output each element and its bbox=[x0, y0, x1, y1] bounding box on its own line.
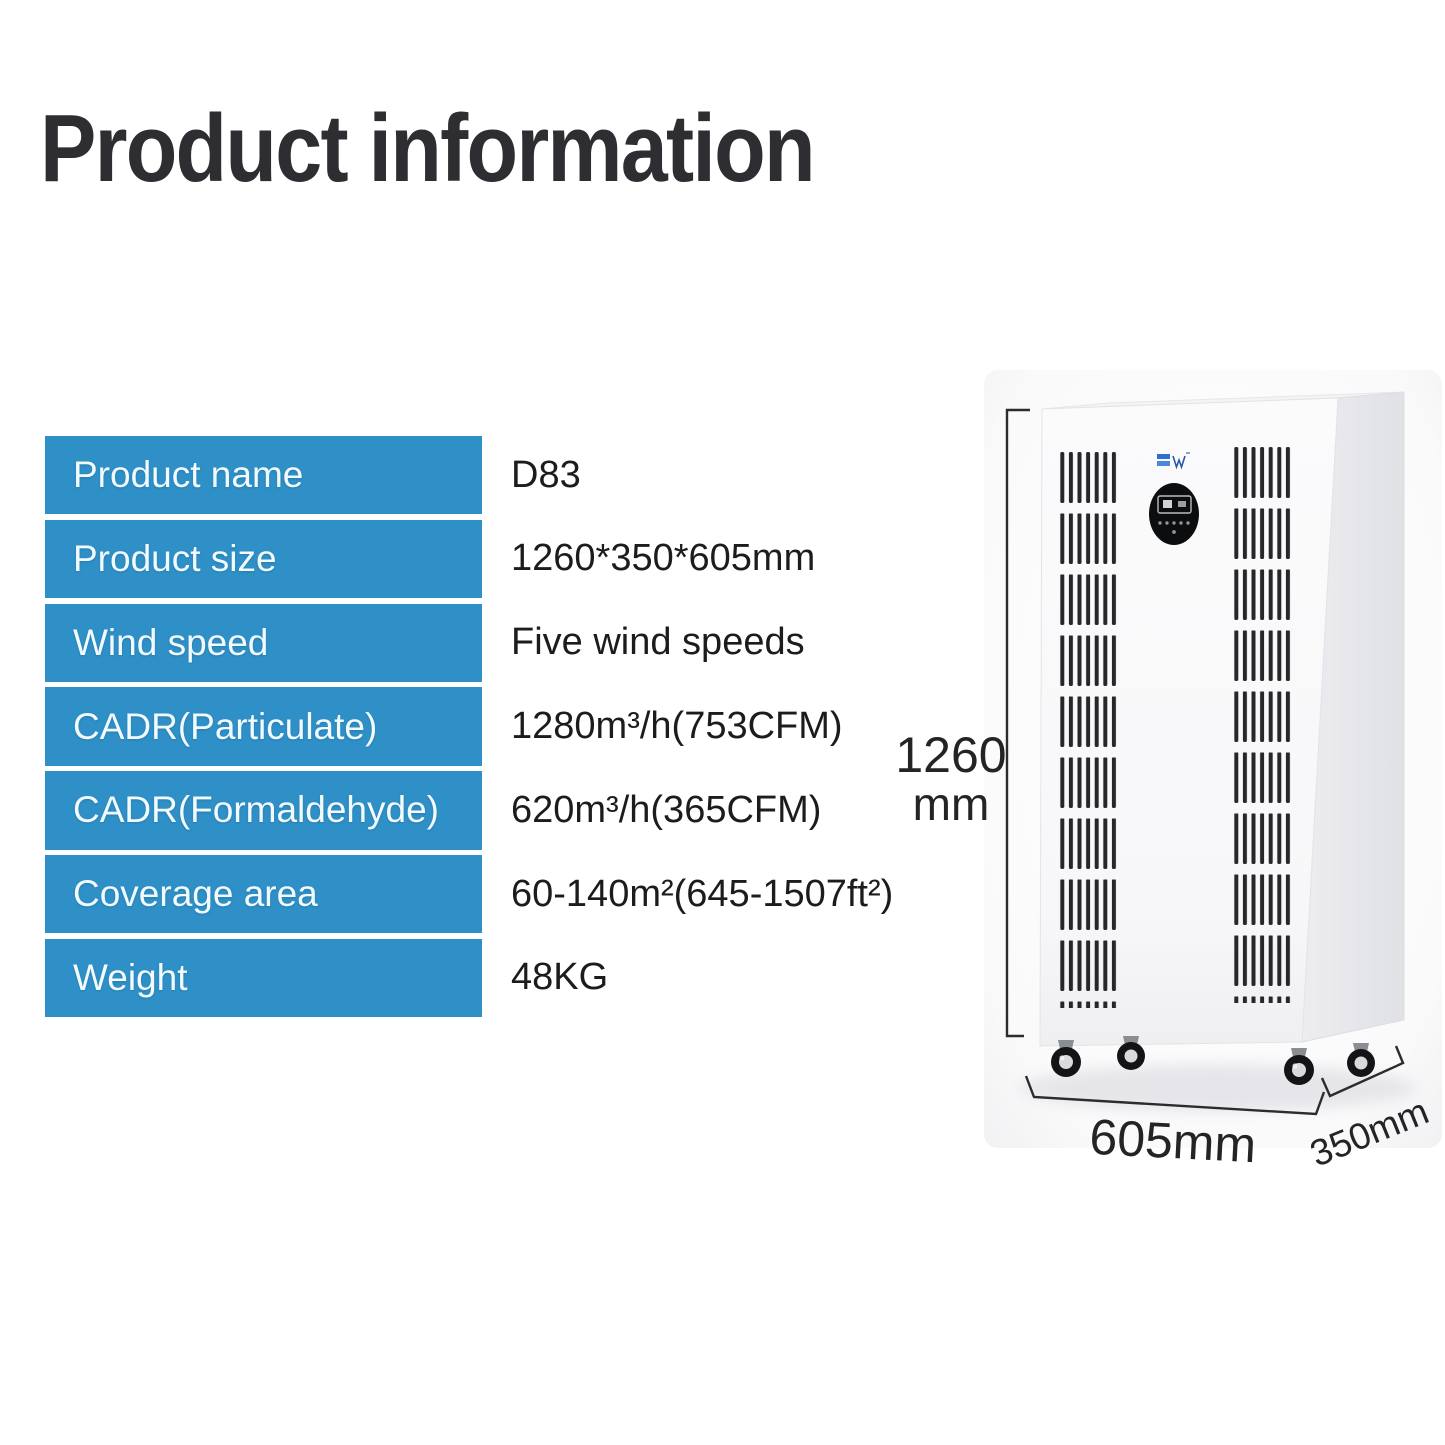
spec-value-cadr-particulate: 1280m³/h(753CFM) bbox=[511, 705, 843, 748]
spec-value-wind-speed: Five wind speeds bbox=[511, 621, 805, 664]
spec-value-weight: 48KG bbox=[511, 956, 609, 999]
spec-label-coverage-area: Coverage area bbox=[45, 854, 482, 934]
height-dimension-value: 1260 bbox=[895, 727, 1006, 783]
spec-value-cadr-formaldehyde: 620m³/h(365CFM) bbox=[511, 788, 822, 831]
caster-wheel bbox=[1051, 1040, 1081, 1077]
spec-table: Product name D83 Product size 1260*350*6… bbox=[45, 436, 894, 1018]
control-panel bbox=[1149, 483, 1199, 545]
spec-label-wind-speed: Wind speed bbox=[45, 603, 482, 682]
page-title: Product information bbox=[40, 95, 816, 202]
width-dimension-label: 605mm bbox=[1088, 1109, 1257, 1174]
spec-value-product-name: D83 bbox=[511, 453, 581, 496]
table-row: Wind speed Five wind speeds bbox=[45, 603, 893, 682]
table-row: Product size 1260*350*605mm bbox=[45, 519, 893, 599]
spec-value-coverage-area: 60-140m²(645-1507ft²) bbox=[511, 872, 894, 915]
spec-label-cadr-formaldehyde: CADR(Formaldehyde) bbox=[45, 771, 482, 850]
table-row: Coverage area 60-140m²(645-1507ft²) bbox=[45, 854, 894, 934]
brand-logo-icon bbox=[1157, 452, 1190, 470]
spec-label-product-size: Product size bbox=[45, 519, 482, 599]
spec-label-weight: Weight bbox=[45, 938, 482, 1018]
product-photo: 1260 mm 605mm 350mm bbox=[895, 370, 1442, 1175]
vent-grill-left bbox=[1058, 452, 1118, 1008]
panel-display bbox=[1157, 495, 1192, 514]
panel-buttons bbox=[1158, 521, 1190, 534]
spec-label-product-name: Product name bbox=[45, 436, 482, 515]
table-row: CADR(Formaldehyde) 620m³/h(365CFM) bbox=[45, 771, 893, 850]
table-row: Product name D83 bbox=[45, 436, 893, 515]
caster-wheel bbox=[1284, 1048, 1314, 1085]
height-dimension-unit: mm bbox=[913, 778, 990, 830]
spec-value-product-size: 1260*350*605mm bbox=[511, 537, 816, 580]
depth-dimension-line bbox=[1320, 1045, 1405, 1098]
table-row: CADR(Particulate) 1280m³/h(753CFM) bbox=[45, 687, 893, 766]
width-dimension-line bbox=[1024, 1075, 1326, 1116]
height-dimension-line bbox=[1005, 408, 1030, 1038]
vent-grill-right bbox=[1232, 447, 1292, 1003]
floor-shadow bbox=[1020, 1064, 1416, 1112]
purifier-body bbox=[1039, 391, 1405, 1085]
caster-wheel bbox=[1117, 1036, 1145, 1070]
table-row: Weight 48KG bbox=[45, 938, 893, 1018]
spec-label-cadr-particulate: CADR(Particulate) bbox=[45, 687, 482, 766]
caster-wheel bbox=[1347, 1043, 1375, 1077]
